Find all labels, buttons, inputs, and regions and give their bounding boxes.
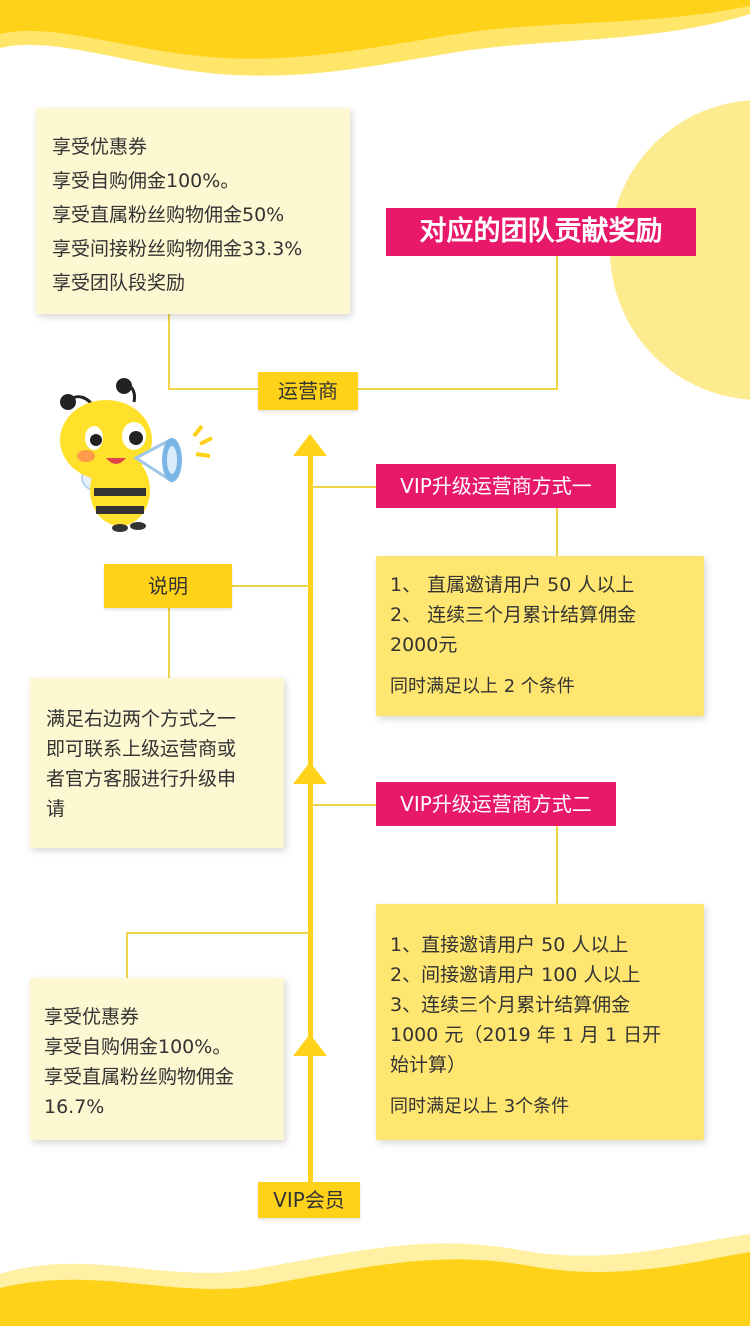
reward-connector-h xyxy=(352,388,558,390)
method2-connector-v xyxy=(556,826,558,906)
main-vertical-line xyxy=(308,440,313,1196)
method1-connector-v xyxy=(556,508,558,556)
reward-connector-v xyxy=(556,254,558,390)
vip-benefits-box: 享受优惠券 享受自购佣金100%。 享受直属粉丝购物佣金 16.7% xyxy=(30,978,284,1140)
explain-label: 说明 xyxy=(104,564,232,608)
method1-box: 1、 直属邀请用户 50 人以上 2、 连续三个月累计结算佣金 2000元 同时… xyxy=(376,556,704,716)
explain-line: 即可联系上级运营商或 xyxy=(46,738,237,760)
method2-connector-h xyxy=(310,804,376,806)
explain-line: 请 xyxy=(46,798,66,820)
vip-benefit-line: 享受自购佣金100%。 xyxy=(44,1036,232,1058)
vip-benefit-line: 享受直属粉丝购物佣金 xyxy=(44,1066,235,1088)
method2-box: 1、直接邀请用户 50 人以上 2、间接邀请用户 100 人以上 3、连续三个月… xyxy=(376,904,704,1140)
arrow-up-icon xyxy=(293,762,327,784)
vip-box-connector-v xyxy=(126,932,128,978)
benefit-line: 享受自购佣金100%。 xyxy=(52,170,240,192)
method2-line: 1、直接邀请用户 50 人以上 xyxy=(390,934,629,956)
arrow-up-icon xyxy=(293,434,327,456)
top-box-connector-v xyxy=(168,312,170,390)
explain-connector-v xyxy=(168,608,170,678)
explain-box: 满足右边两个方式之一 即可联系上级运营商或 者官方客服进行升级申 请 xyxy=(30,678,284,848)
method2-line: 2、间接邀请用户 100 人以上 xyxy=(390,964,641,986)
vip-member-label: VIP会员 xyxy=(258,1182,360,1218)
benefit-line: 享受团队段奖励 xyxy=(52,272,186,294)
method2-note: 同时满足以上 3个条件 xyxy=(390,1096,570,1117)
benefit-line: 享受优惠券 xyxy=(52,136,148,158)
method1-line: 1、 直属邀请用户 50 人以上 xyxy=(390,574,635,596)
vip-benefit-line: 16.7% xyxy=(44,1096,105,1118)
explain-line: 满足右边两个方式之一 xyxy=(46,708,237,730)
arrow-up-icon xyxy=(293,1034,327,1056)
bottom-wave-decoration xyxy=(0,1234,750,1326)
megaphone-icon xyxy=(133,424,213,483)
method1-note: 同时满足以上 2 个条件 xyxy=(390,676,575,697)
team-reward-label: 对应的团队贡献奖励 xyxy=(386,208,696,256)
benefit-line: 享受直属粉丝购物佣金50% xyxy=(52,204,285,226)
bee-mascot-icon xyxy=(60,378,152,532)
benefit-line: 享受间接粉丝购物佣金33.3% xyxy=(52,238,303,260)
method2-label: VIP升级运营商方式二 xyxy=(376,782,616,826)
explain-line: 者官方客服进行升级申 xyxy=(46,768,237,790)
top-wave-decoration xyxy=(0,0,750,76)
operator-benefits-box: 享受优惠券 享受自购佣金100%。 享受直属粉丝购物佣金50% 享受间接粉丝购物… xyxy=(36,108,350,314)
method1-label: VIP升级运营商方式一 xyxy=(376,464,616,508)
explain-connector-h xyxy=(232,585,310,587)
method1-line: 2、 连续三个月累计结算佣金 xyxy=(390,604,637,626)
method2-line: 始计算） xyxy=(390,1054,467,1076)
method2-line: 1000 元（2019 年 1 月 1 日开 xyxy=(390,1024,662,1046)
top-box-connector-h xyxy=(168,388,268,390)
vip-benefit-line: 享受优惠券 xyxy=(44,1006,140,1028)
method1-connector-h xyxy=(310,486,376,488)
operator-label: 运营商 xyxy=(258,372,358,410)
vip-box-connector-h xyxy=(126,932,310,934)
method1-line: 2000元 xyxy=(390,634,458,656)
method2-line: 3、连续三个月累计结算佣金 xyxy=(390,994,631,1016)
